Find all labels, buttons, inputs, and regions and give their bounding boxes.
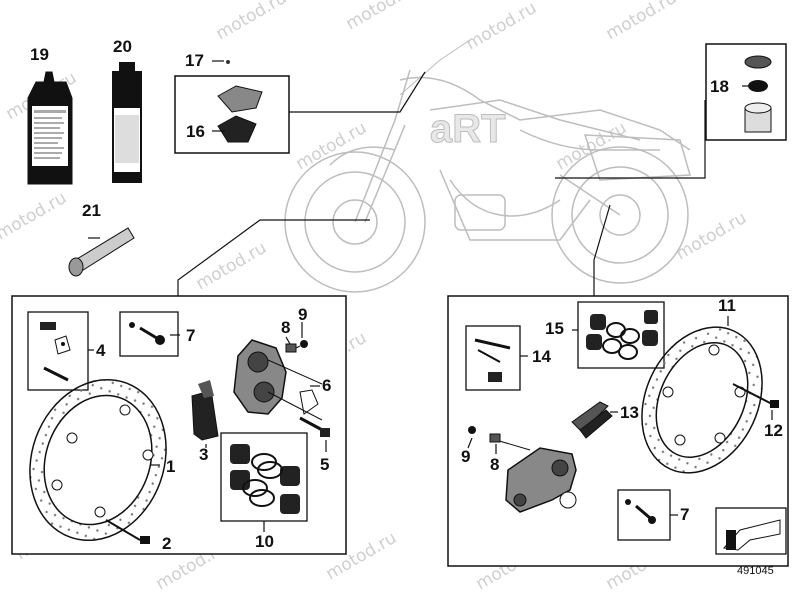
brake-caliper-rear	[495, 439, 577, 513]
watermark: motod.ru	[213, 0, 291, 44]
direction-arrow-box	[715, 507, 787, 555]
callout-1: 1	[166, 457, 175, 476]
callout-17: 17	[185, 51, 204, 70]
cover-plate-lower	[217, 115, 257, 143]
front-wheel	[284, 151, 426, 293]
watermark: motod.ru	[293, 118, 371, 174]
brake-disc-rear	[641, 316, 779, 474]
brake-caliper-front	[233, 339, 323, 421]
leader-lines	[177, 71, 706, 296]
brake-disc-front	[29, 378, 167, 542]
spray-can	[112, 62, 142, 183]
watermark: motod.ru	[343, 0, 421, 34]
callout-11: 11	[718, 296, 736, 315]
cover-plate-upper	[217, 85, 263, 113]
bleed-valve-kit-rear	[617, 489, 671, 541]
seal-kit-front	[220, 432, 308, 532]
grease-tube	[68, 227, 135, 277]
fairing-parts-group	[174, 60, 290, 154]
callout-9-front: 9	[298, 305, 307, 324]
callout-19: 19	[30, 45, 49, 64]
callouts: 19 20 17 16 18 21 4 7 8 9 6 5 3 1 2 10 1…	[30, 37, 783, 553]
callout-4: 4	[96, 341, 106, 360]
callout-connectors	[170, 322, 773, 516]
watermark: motod.ru	[603, 0, 681, 44]
watermark: motod.ru	[463, 0, 541, 54]
callout-21: 21	[82, 201, 101, 220]
brake-fluid-bottle	[27, 71, 73, 185]
callout-8-front: 8	[281, 318, 290, 337]
seal-kit-rear	[572, 301, 665, 369]
disc-bolt-front	[105, 519, 150, 544]
brake-fluid-reservoir-cap-group	[705, 43, 787, 141]
callout-14: 14	[532, 347, 551, 366]
callout-12: 12	[764, 421, 783, 440]
caliper-bolt-front	[299, 416, 330, 437]
callout-13: 13	[620, 403, 639, 422]
pad-retaining-kit-rear	[465, 325, 528, 391]
callout-6: 6	[322, 376, 331, 395]
callout-3: 3	[199, 445, 208, 464]
bleed-valve-kit-front	[119, 311, 179, 357]
watermark: motod.ru	[193, 238, 271, 294]
callout-10: 10	[255, 532, 274, 551]
rear-wheel	[551, 146, 689, 284]
callout-20: 20	[113, 37, 132, 56]
callout-7-front: 7	[186, 326, 195, 345]
callout-16: 16	[186, 122, 205, 141]
callout-7-rear: 7	[680, 505, 689, 524]
brake-pad-front	[191, 380, 219, 441]
watermark: motod.ru	[0, 188, 70, 244]
bleed-screw-rear	[468, 426, 501, 443]
brake-pad-rear	[571, 401, 618, 439]
diagram-number: 491045	[737, 565, 774, 577]
callout-8-rear: 8	[490, 455, 499, 474]
motorcycle-illustration	[284, 39, 691, 293]
logo-text: aRT	[430, 107, 506, 151]
callout-5: 5	[320, 455, 329, 474]
bleed-screw-front	[285, 340, 308, 353]
callout-15: 15	[545, 319, 564, 338]
pad-retaining-kit	[27, 311, 94, 391]
callout-18: 18	[710, 77, 729, 96]
callout-9-rear: 9	[461, 447, 470, 466]
callout-2: 2	[162, 534, 171, 553]
